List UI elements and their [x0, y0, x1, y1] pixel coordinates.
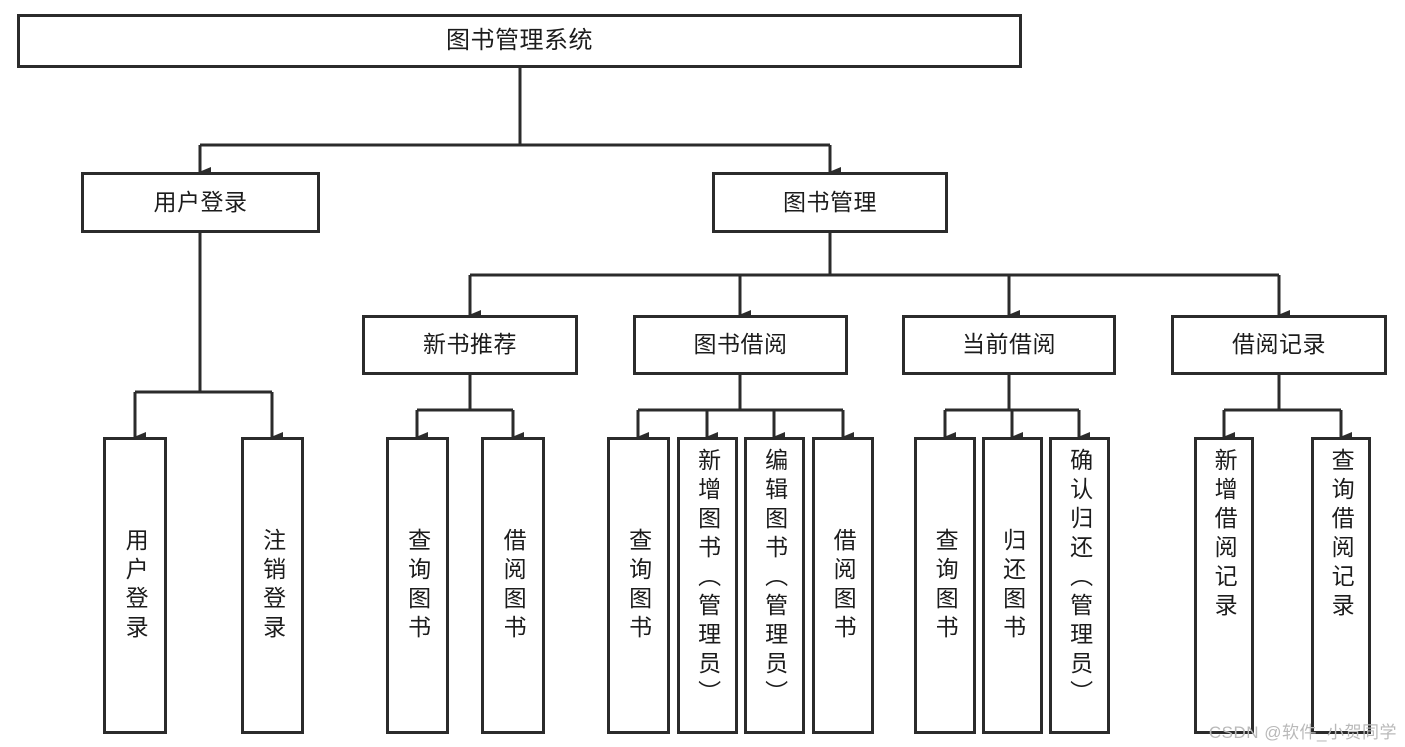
node-leaf-add-book[interactable]: 新增图书（管理员）	[677, 437, 738, 734]
node-leaf-user-login[interactable]: 用户登录	[103, 437, 167, 734]
node-user-login[interactable]: 用户登录	[81, 172, 320, 233]
node-leaf-confirm-return[interactable]: 确认归还（管理员）	[1049, 437, 1110, 734]
node-label: 借阅图书	[500, 527, 527, 644]
node-label: 注销登录	[259, 527, 286, 644]
node-leaf-borrow-book-1[interactable]: 借阅图书	[481, 437, 545, 734]
node-leaf-return-book[interactable]: 归还图书	[982, 437, 1043, 734]
node-label: 图书管理系统	[446, 26, 593, 54]
node-label: 新增借阅记录	[1211, 448, 1238, 622]
node-new-book-recommend[interactable]: 新书推荐	[362, 315, 578, 375]
node-label: 新书推荐	[423, 331, 517, 358]
node-label: 查询图书	[932, 527, 959, 644]
node-label: 借阅图书	[830, 527, 857, 644]
node-leaf-query-book-3[interactable]: 查询图书	[914, 437, 976, 734]
node-leaf-query-record[interactable]: 查询借阅记录	[1311, 437, 1371, 734]
node-current-borrow[interactable]: 当前借阅	[902, 315, 1116, 375]
node-label: 图书借阅	[693, 331, 788, 358]
node-root[interactable]: 图书管理系统	[17, 14, 1022, 68]
node-leaf-add-record[interactable]: 新增借阅记录	[1194, 437, 1254, 734]
watermark-text: CSDN @软件_小贺同学	[1208, 723, 1397, 742]
node-book-borrow[interactable]: 图书借阅	[633, 315, 848, 375]
node-leaf-query-book-1[interactable]: 查询图书	[386, 437, 449, 734]
node-label: 编辑图书（管理员）	[761, 448, 788, 709]
node-leaf-query-book-2[interactable]: 查询图书	[607, 437, 670, 734]
node-label: 归还图书	[999, 527, 1026, 644]
node-label: 用户登录	[153, 188, 248, 215]
node-label: 当前借阅	[962, 331, 1056, 358]
node-label: 用户登录	[122, 527, 149, 644]
node-label: 查询借阅记录	[1328, 448, 1355, 622]
node-label: 查询图书	[625, 527, 652, 644]
node-label: 查询图书	[404, 527, 431, 644]
node-borrow-record[interactable]: 借阅记录	[1171, 315, 1387, 375]
node-label: 新增图书（管理员）	[694, 448, 721, 709]
node-leaf-borrow-book-2[interactable]: 借阅图书	[812, 437, 874, 734]
node-label: 确认归还（管理员）	[1066, 448, 1093, 709]
node-book-management[interactable]: 图书管理	[712, 172, 948, 233]
tree-edges	[133, 68, 1352, 442]
node-label: 图书管理	[783, 188, 877, 215]
node-leaf-logout[interactable]: 注销登录	[241, 437, 304, 734]
node-label: 借阅记录	[1232, 331, 1326, 358]
node-leaf-edit-book[interactable]: 编辑图书（管理员）	[744, 437, 805, 734]
